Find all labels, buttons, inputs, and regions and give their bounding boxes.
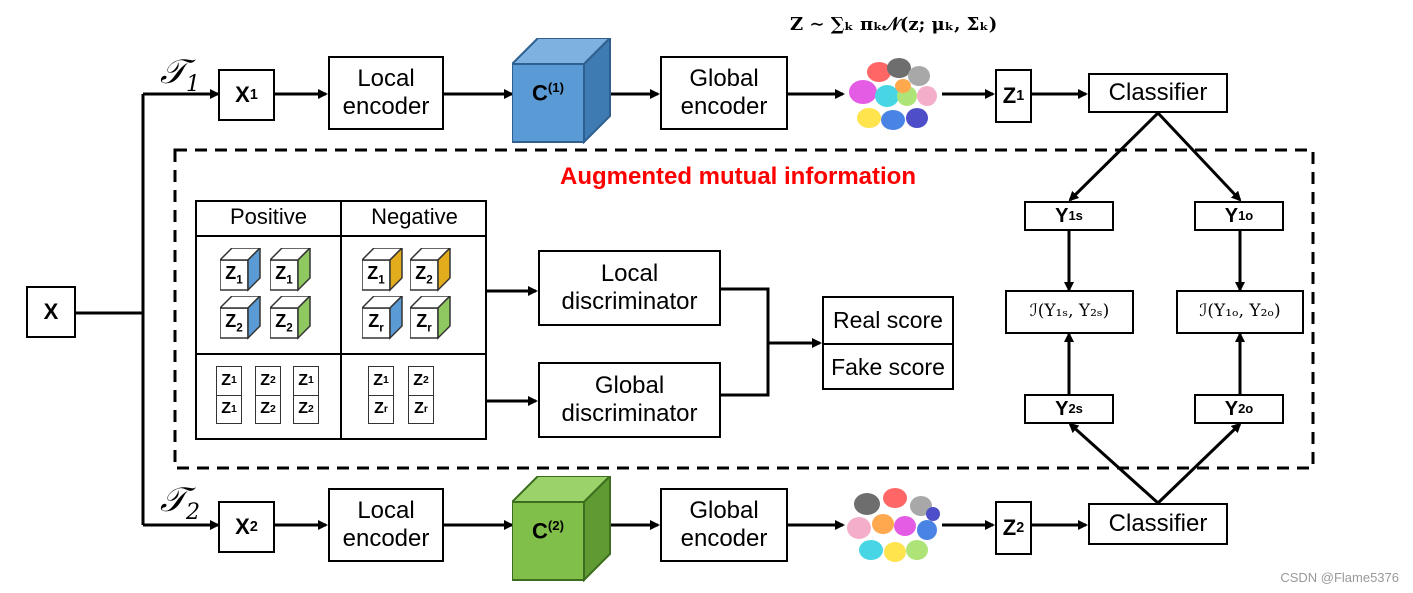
table-header-positive: Positive (229, 204, 308, 229)
z-cube: Z1 (218, 246, 262, 292)
watermark-text: CSDN @Flame5376 (1280, 570, 1399, 585)
z-cube-label: Zr (368, 311, 384, 335)
z-cube-shape (360, 246, 404, 292)
table-header-negative: Negative (371, 204, 458, 229)
z-cube-shape (408, 246, 452, 292)
input-x-label: X (43, 299, 59, 325)
z-cube-shape (268, 294, 312, 340)
z-cube-label: Z2 (415, 263, 433, 287)
global-encoder-top: Global encoder (660, 56, 788, 130)
z-cube: Z2 (218, 294, 262, 340)
z-cube: Z1 (268, 246, 312, 292)
ami-title: Augmented mutual information (560, 163, 916, 190)
transform-1-label: 𝒯1 (160, 52, 201, 97)
mi-o-box: ℐ(Y₁ₒ, Y₂ₒ) (1176, 290, 1304, 334)
transform-2-label: 𝒯2 (160, 480, 201, 525)
z-cube-shape (268, 246, 312, 292)
cluster-scatter-top (849, 58, 937, 130)
cube-c2 (512, 476, 612, 582)
global-encoder-bottom: Global encoder (660, 488, 788, 562)
local-disc-merge-line (721, 287, 770, 397)
z-cube-label: Z1 (275, 263, 293, 287)
score-box: Real score Fake score (822, 296, 954, 390)
arrow-cls1-y1s (1068, 111, 1160, 202)
z-cube-shape (218, 294, 262, 340)
z-cube-label: Z1 (367, 263, 385, 287)
z-cube-label: Z1 (225, 263, 243, 287)
z-cube-shape (360, 294, 404, 340)
z-cube-shape (218, 246, 262, 292)
z-cube: Z2 (408, 246, 452, 292)
classifier-bottom: Classifier (1088, 503, 1228, 545)
z-cube: Zr (408, 294, 452, 340)
cube-c2-label: C(2) (531, 518, 564, 544)
real-score-label: Real score (824, 298, 952, 345)
input-x-box: X (26, 286, 76, 338)
global-discriminator-box: Global discriminator (538, 362, 721, 438)
arrow-cls2-y2s (1068, 422, 1160, 505)
cube-c1-label: C(1) (531, 80, 564, 106)
mixture-formula: Z ∼ ∑ₖ πₖ𝒩(z; μₖ, Σₖ) (790, 14, 998, 35)
ami-dashed-region (173, 148, 1315, 470)
classifier-top: Classifier (1088, 73, 1228, 113)
z-cube-shape (408, 294, 452, 340)
arrow-cls2-y2o (1156, 422, 1242, 505)
arrow-cls1-y1o (1156, 111, 1242, 202)
local-encoder-top: Local encoder (328, 56, 444, 130)
z-cube-label: Z2 (275, 311, 293, 335)
cluster-scatter-bottom (847, 488, 940, 562)
mi-s-box: ℐ(Y₁ₛ, Y₂ₛ) (1005, 290, 1134, 334)
z-cube-label: Zr (416, 311, 432, 335)
z-cube-label: Z2 (225, 311, 243, 335)
z-cube: Z2 (268, 294, 312, 340)
local-discriminator-box: Local discriminator (538, 250, 721, 326)
local-encoder-bottom: Local encoder (328, 488, 444, 562)
z-cube: Zr (360, 294, 404, 340)
cube-c1 (512, 38, 612, 144)
z-cube: Z1 (360, 246, 404, 292)
fake-score-label: Fake score (831, 354, 945, 380)
